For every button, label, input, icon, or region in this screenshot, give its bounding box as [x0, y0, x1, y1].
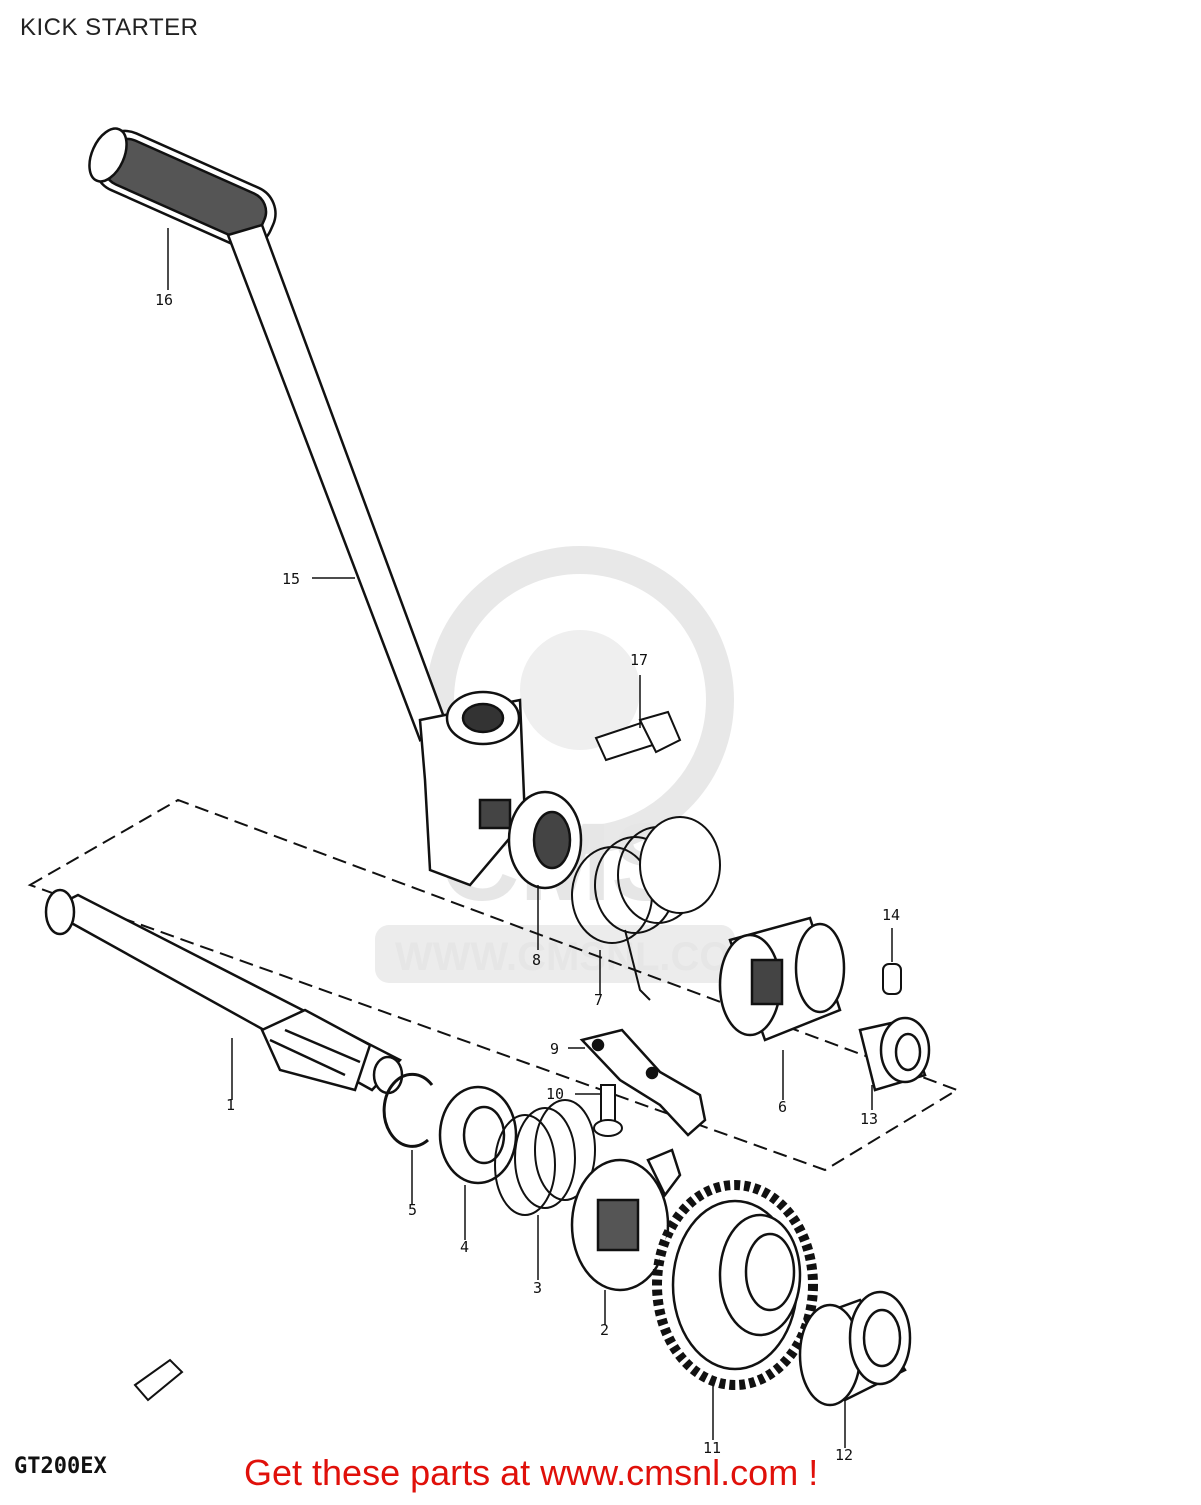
spring-guide-part [718, 916, 846, 1042]
callout-7: 7 [594, 991, 603, 1009]
callout-6: 6 [778, 1098, 787, 1116]
callout-5: 5 [408, 1201, 417, 1219]
stopper-plate-part [579, 1028, 707, 1137]
diagram-title: KICK STARTER [20, 14, 199, 41]
promo-link-text[interactable]: Get these parts at www.cmsnl.com ! [244, 1452, 819, 1493]
lever-bolt-part [594, 710, 682, 762]
callout-labels: 1 2 3 4 5 6 7 8 9 10 11 12 13 14 15 16 1… [155, 291, 900, 1464]
bush-part [798, 1290, 912, 1407]
stopper-screw-part [593, 1084, 623, 1137]
callout-16: 16 [155, 291, 173, 309]
watermark-url-text: WWW.CMSNL.COM [395, 935, 764, 979]
drive-spring-part [494, 1099, 596, 1216]
callout-13: 13 [860, 1110, 878, 1128]
idle-gear-part [652, 1180, 818, 1390]
callout-8: 8 [532, 951, 541, 969]
callout-3: 3 [533, 1279, 542, 1297]
kick-starter-shaft-part [44, 888, 404, 1095]
callout-12: 12 [835, 1446, 853, 1464]
drive-ratchet-part [570, 1148, 682, 1292]
direction-mark [133, 1358, 184, 1402]
kick-lever-part [226, 223, 527, 887]
callout-1: 1 [226, 1096, 235, 1114]
leader-lines [167, 228, 893, 1448]
model-code: GT200EX [14, 1454, 107, 1479]
callout-10: 10 [546, 1085, 564, 1103]
callout-11: 11 [703, 1439, 721, 1457]
washer-part [438, 1085, 518, 1185]
callout-2: 2 [600, 1321, 609, 1339]
callout-4: 4 [460, 1238, 469, 1256]
assembly-outline [27, 798, 960, 1172]
kick-grip-part [88, 127, 277, 249]
callout-15: 15 [282, 570, 300, 588]
pin-part [882, 963, 902, 995]
collar-part [858, 1016, 931, 1092]
callout-14: 14 [882, 906, 900, 924]
circlip-part [382, 1072, 434, 1148]
return-spring-part [571, 816, 721, 1001]
oil-seal-part [507, 790, 583, 890]
callout-17: 17 [630, 651, 648, 669]
callout-9: 9 [550, 1040, 559, 1058]
